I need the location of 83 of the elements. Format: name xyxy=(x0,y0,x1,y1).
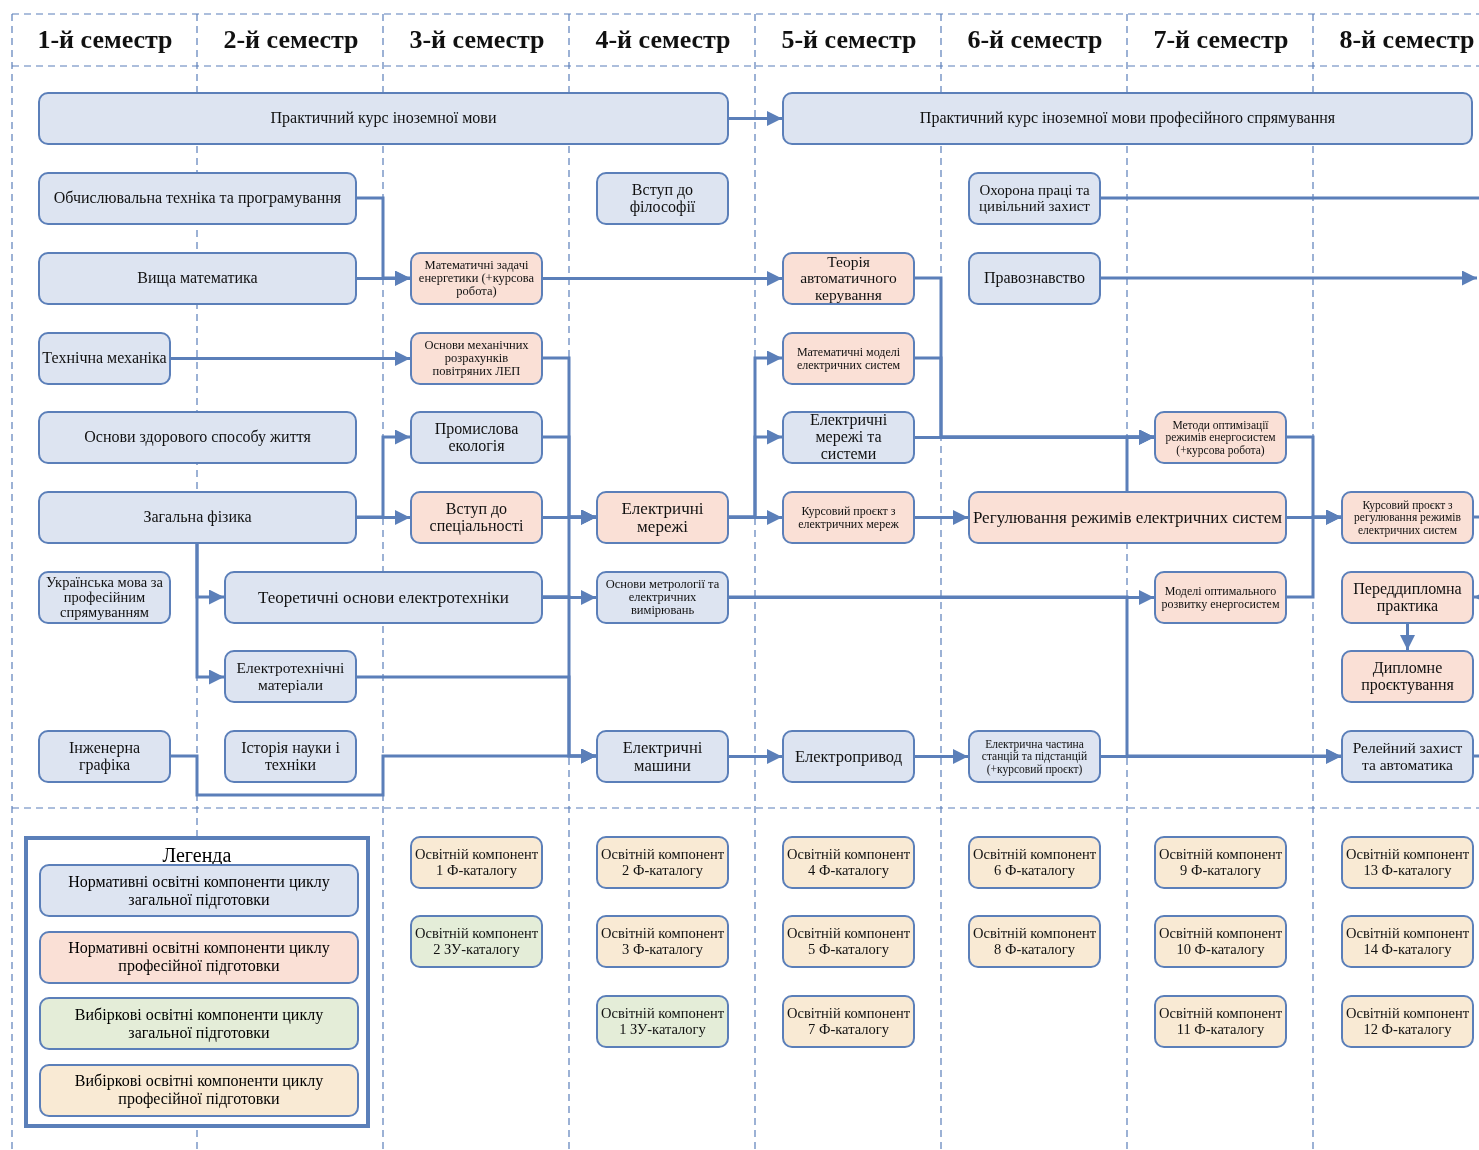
elective-course-box: Освітній компонент 2 ЗУ-каталогу xyxy=(410,915,543,968)
arrow xyxy=(171,351,410,366)
elective-course-box: Освітній компонент 1 ЗУ-каталогу xyxy=(596,995,729,1048)
elective-course-box: Освітній компонент 9 Ф-каталогу xyxy=(1154,836,1287,889)
elective-course-box: Освітній компонент 8 Ф-каталогу xyxy=(968,915,1101,968)
semester-header: 7-й семестр xyxy=(1152,24,1290,56)
course-box: Електрична частина станцій та підстанцій (+курсовий проєкт) xyxy=(968,730,1101,783)
course-box: Вступ до філософії xyxy=(596,172,729,225)
course-box: Теоретичні основи електротехніки xyxy=(224,571,543,624)
course-box: Охорона праці та цивільний захист xyxy=(968,172,1101,225)
course-box: Обчислювальна техніка та програмування xyxy=(38,172,357,225)
semester-header: 6-й семестр xyxy=(966,24,1104,56)
elective-course-box: Освітній компонент 2 Ф-каталогу xyxy=(596,836,729,889)
course-box: Теорія автоматичного керування xyxy=(782,252,915,305)
course-box: Вступ до спеціальності xyxy=(410,491,543,544)
elective-course-box: Освітній компонент 1 Ф-каталогу xyxy=(410,836,543,889)
course-box: Практичний курс іноземної мови професійного спрямування xyxy=(782,92,1473,145)
course-box: Методи оптимізації режимів енергосистем (+курсова робота) xyxy=(1154,411,1287,464)
course-box: Електричні мережі та системи xyxy=(782,411,915,464)
arrow xyxy=(1125,429,1154,491)
semester-header: 5-й семестр xyxy=(780,24,918,56)
course-box: Правознавство xyxy=(968,252,1101,305)
course-box: Електропривод xyxy=(782,730,915,783)
legend-entry: Нормативні освітні компоненти циклу професійної підготовки xyxy=(39,930,359,984)
semester-header: 2-й семестр xyxy=(222,24,360,56)
arrow xyxy=(357,271,410,286)
semester-header: 4-й семестр xyxy=(594,24,732,56)
arrow xyxy=(729,595,1341,764)
connector-line xyxy=(1474,515,1479,519)
course-box: Електричні машини xyxy=(596,730,729,783)
course-box: Електричні мережі xyxy=(596,491,729,544)
elective-course-box: Освітній компонент 13 Ф-каталогу xyxy=(1341,836,1474,889)
legend-entry: Вибіркові освітні компоненти циклу загальної підготовки xyxy=(39,997,359,1050)
course-box: Переддипломна практика xyxy=(1341,571,1474,624)
course-box: Інженерна графіка xyxy=(38,730,171,783)
course-box: Загальна фізика xyxy=(38,491,357,544)
course-box: Українська мова за професійним спрямуванням xyxy=(38,571,171,624)
course-box: Історія науки і техніки xyxy=(224,730,357,783)
arrow xyxy=(543,271,782,286)
course-box: Електротехнічні матеріали xyxy=(224,650,357,703)
arrow xyxy=(1287,509,1341,599)
legend-entry: Вибіркові освітні компоненти циклу професійної підготовки xyxy=(39,1063,359,1117)
elective-course-box: Освітній компонент 4 Ф-каталогу xyxy=(782,836,915,889)
course-box: Практичний курс іноземної мови xyxy=(38,92,729,145)
semester-header: 3-й семестр xyxy=(408,24,546,56)
elective-course-box: Освітній компонент 3 Ф-каталогу xyxy=(596,915,729,968)
arrow xyxy=(195,544,224,685)
arrow xyxy=(729,510,782,525)
course-box: Основи здорового способу життя xyxy=(38,411,357,464)
elective-course-box: Освітній компонент 6 Ф-каталогу xyxy=(968,836,1101,889)
legend-entry: Нормативні освітні компоненти циклу загальної підготовки xyxy=(39,864,359,917)
course-box: Релейний захист та автоматика xyxy=(1341,730,1474,783)
course-box: Технічна механіка xyxy=(38,332,171,385)
arrow xyxy=(1400,624,1415,650)
course-box: Математичні задачі енергетики (+курсова робота) xyxy=(410,252,543,305)
course-box: Промислова екологія xyxy=(410,411,543,464)
course-box: Вища математика xyxy=(38,252,357,305)
elective-course-box: Освітній компонент 10 Ф-каталогу xyxy=(1154,915,1287,968)
course-box: Дипломне проєктування xyxy=(1341,650,1474,703)
elective-course-box: Освітній компонент 11 Ф-каталогу xyxy=(1154,995,1287,1048)
course-box: Математичні моделі електричних систем xyxy=(782,332,915,385)
elective-course-box: Освітній компонент 5 Ф-каталогу xyxy=(782,915,915,968)
semester-header: 1-й семестр xyxy=(36,24,174,56)
semester-header: 8-й семестр xyxy=(1338,24,1476,56)
arrow xyxy=(357,510,410,525)
arrow xyxy=(357,675,596,764)
elective-course-box: Освітній компонент 7 Ф-каталогу xyxy=(782,995,915,1048)
connector-line xyxy=(1474,754,1479,758)
course-box: Основи механічних розрахунків повітряних ЛЕП xyxy=(410,332,543,385)
connector-line xyxy=(1101,196,1479,200)
elective-course-box: Освітній компонент 12 Ф-каталогу xyxy=(1341,995,1474,1048)
arrow xyxy=(729,111,782,126)
course-box: Курсовий проєкт з регулювання режимів електричних систем xyxy=(1341,491,1474,544)
arrow xyxy=(729,749,782,764)
course-box: Регулювання режимів електричних систем xyxy=(968,491,1287,544)
course-box: Курсовий проєкт з електричних мереж xyxy=(782,491,915,544)
course-box: Моделі оптимального розвитку енергосистем xyxy=(1154,571,1287,624)
arrow xyxy=(915,749,968,764)
course-box: Основи метрології та електричних вимірювань xyxy=(596,571,729,624)
arrow xyxy=(1101,270,1477,286)
arrow xyxy=(915,510,968,525)
legend-title: Легенда xyxy=(161,844,233,867)
elective-course-box: Освітній компонент 14 Ф-каталогу xyxy=(1341,915,1474,968)
